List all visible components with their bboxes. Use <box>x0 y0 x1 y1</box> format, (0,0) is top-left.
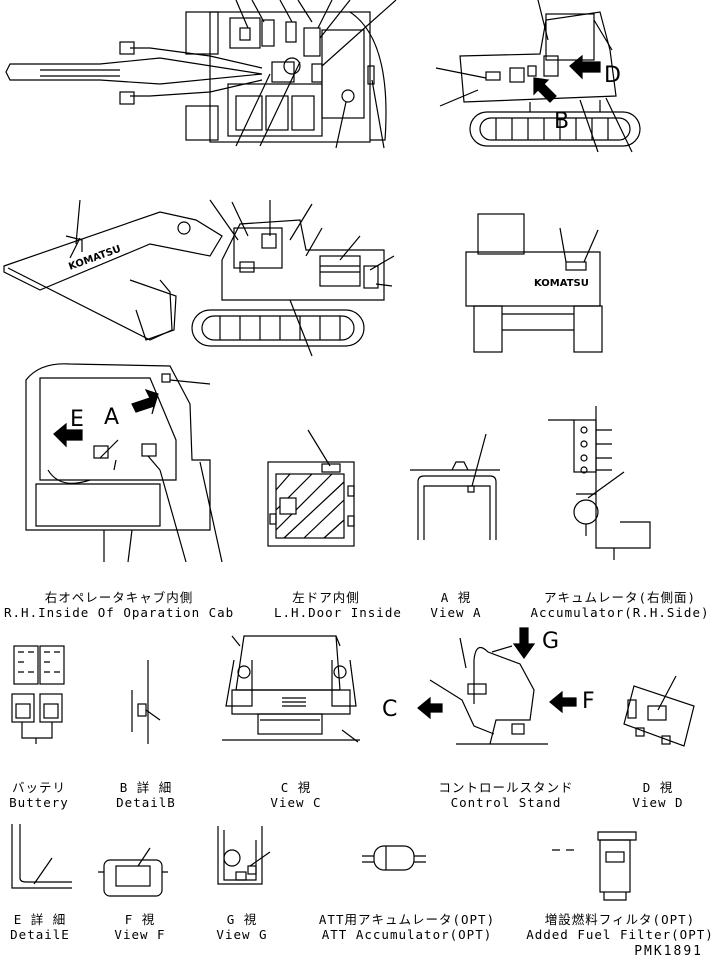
caption-view-c-en: View C <box>270 795 322 810</box>
caption-rh-inside-cab: 右オペレータキャブ内側 R.H.Inside Of Oparation Cab <box>4 590 234 620</box>
caption-att-accumulator-en: ATT Accumulator(OPT) <box>321 927 493 942</box>
caption-control-stand-en: Control Stand <box>450 795 562 810</box>
caption-detail-b-en: DetailB <box>116 795 176 810</box>
caption-accumulator-rh-jp: アキュムレータ(右側面) <box>543 590 697 605</box>
caption-added-fuel-filter: 増設燃料フィルタ(OPT) Added Fuel Filter(OPT) <box>526 912 714 942</box>
caption-lh-door-inside-en: L.H.Door Inside <box>274 605 402 620</box>
view-g-drawing <box>217 826 271 885</box>
caption-battery: バッテリ Buttery <box>4 780 74 810</box>
caption-view-c-jp: C 視 <box>280 780 312 795</box>
caption-view-d-en: View D <box>632 795 684 810</box>
caption-detail-e: E 詳 細 DetailE <box>2 912 78 942</box>
caption-view-f-en: View F <box>114 927 166 942</box>
caption-battery-en: Buttery <box>9 795 69 810</box>
drawing-code: PMK1891 <box>634 944 703 959</box>
view-f-drawing <box>98 847 168 897</box>
caption-added-fuel-filter-jp: 増設燃料フィルタ(OPT) <box>544 912 696 927</box>
detail-e-view <box>11 824 72 889</box>
caption-battery-jp: バッテリ <box>11 780 66 795</box>
caption-detail-b: B 詳 細 DetailB <box>104 780 188 810</box>
caption-att-accumulator-jp: ATT用アキュムレータ(OPT) <box>318 912 496 927</box>
caption-detail-e-jp: E 詳 細 <box>13 912 67 927</box>
detail-b-view <box>131 660 161 744</box>
caption-view-d-jp: D 視 <box>642 780 674 795</box>
top-view-excavator <box>5 0 397 149</box>
letter-c: C <box>382 697 397 722</box>
letter-d: D <box>604 63 621 88</box>
rear-view-excavator: KOMATSU <box>465 213 603 353</box>
lh-door-inside-view <box>267 429 355 547</box>
caption-att-accumulator: ATT用アキュムレータ(OPT) ATT Accumulator(OPT) <box>306 912 508 942</box>
caption-view-c: C 視 View C <box>258 780 334 810</box>
caption-view-a-en: View A <box>430 605 482 620</box>
accumulator-rh-view <box>548 406 651 560</box>
side-view-excavator-left: KOMATSU <box>3 199 395 357</box>
caption-detail-b-jp: B 詳 細 <box>119 780 173 795</box>
brand-logo-rear: KOMATSU <box>534 278 589 289</box>
battery-view <box>11 645 65 744</box>
side-view-excavator-right: D B <box>435 0 641 153</box>
letter-e: E <box>70 407 84 432</box>
caption-view-a: A 視 View A <box>418 590 494 620</box>
caption-lh-door-inside-jp: 左ドア内側 <box>292 590 360 605</box>
caption-view-g-jp: G 視 <box>226 912 258 927</box>
caption-view-g: G 視 View G <box>204 912 280 942</box>
letter-g: G <box>542 629 559 654</box>
caption-view-d: D 視 View D <box>620 780 696 810</box>
caption-view-a-jp: A 視 <box>440 590 472 605</box>
caption-view-f: F 視 View F <box>102 912 178 942</box>
letter-f: F <box>582 689 595 714</box>
caption-detail-e-en: DetailE <box>10 927 70 942</box>
caption-control-stand: コントロールスタンド Control Stand <box>428 780 584 810</box>
view-a-drawing <box>410 433 500 540</box>
view-d-drawing <box>623 675 695 747</box>
caption-view-f-jp: F 視 <box>124 912 156 927</box>
cab-inside-view: E A <box>25 363 223 563</box>
control-stand-view: C F G <box>382 627 595 745</box>
caption-rh-inside-cab-en: R.H.Inside Of Oparation Cab <box>4 605 235 620</box>
added-fuel-filter-view <box>552 831 637 901</box>
caption-accumulator-rh-en: Accumulator(R.H.Side) <box>530 605 710 620</box>
caption-lh-door-inside: 左ドア内側 L.H.Door Inside <box>274 590 402 620</box>
caption-view-g-en: View G <box>216 927 268 942</box>
letter-a: A <box>104 405 119 430</box>
caption-control-stand-jp: コントロールスタンド <box>438 780 574 795</box>
caption-rh-inside-cab-jp: 右オペレータキャブ内側 <box>44 590 194 605</box>
caption-accumulator-rh: アキュムレータ(右側面) Accumulator(R.H.Side) <box>528 590 712 620</box>
caption-added-fuel-filter-en: Added Fuel Filter(OPT) <box>526 927 714 942</box>
att-accumulator-view <box>362 845 426 871</box>
letter-b: B <box>554 109 569 134</box>
view-c-drawing <box>222 635 360 743</box>
